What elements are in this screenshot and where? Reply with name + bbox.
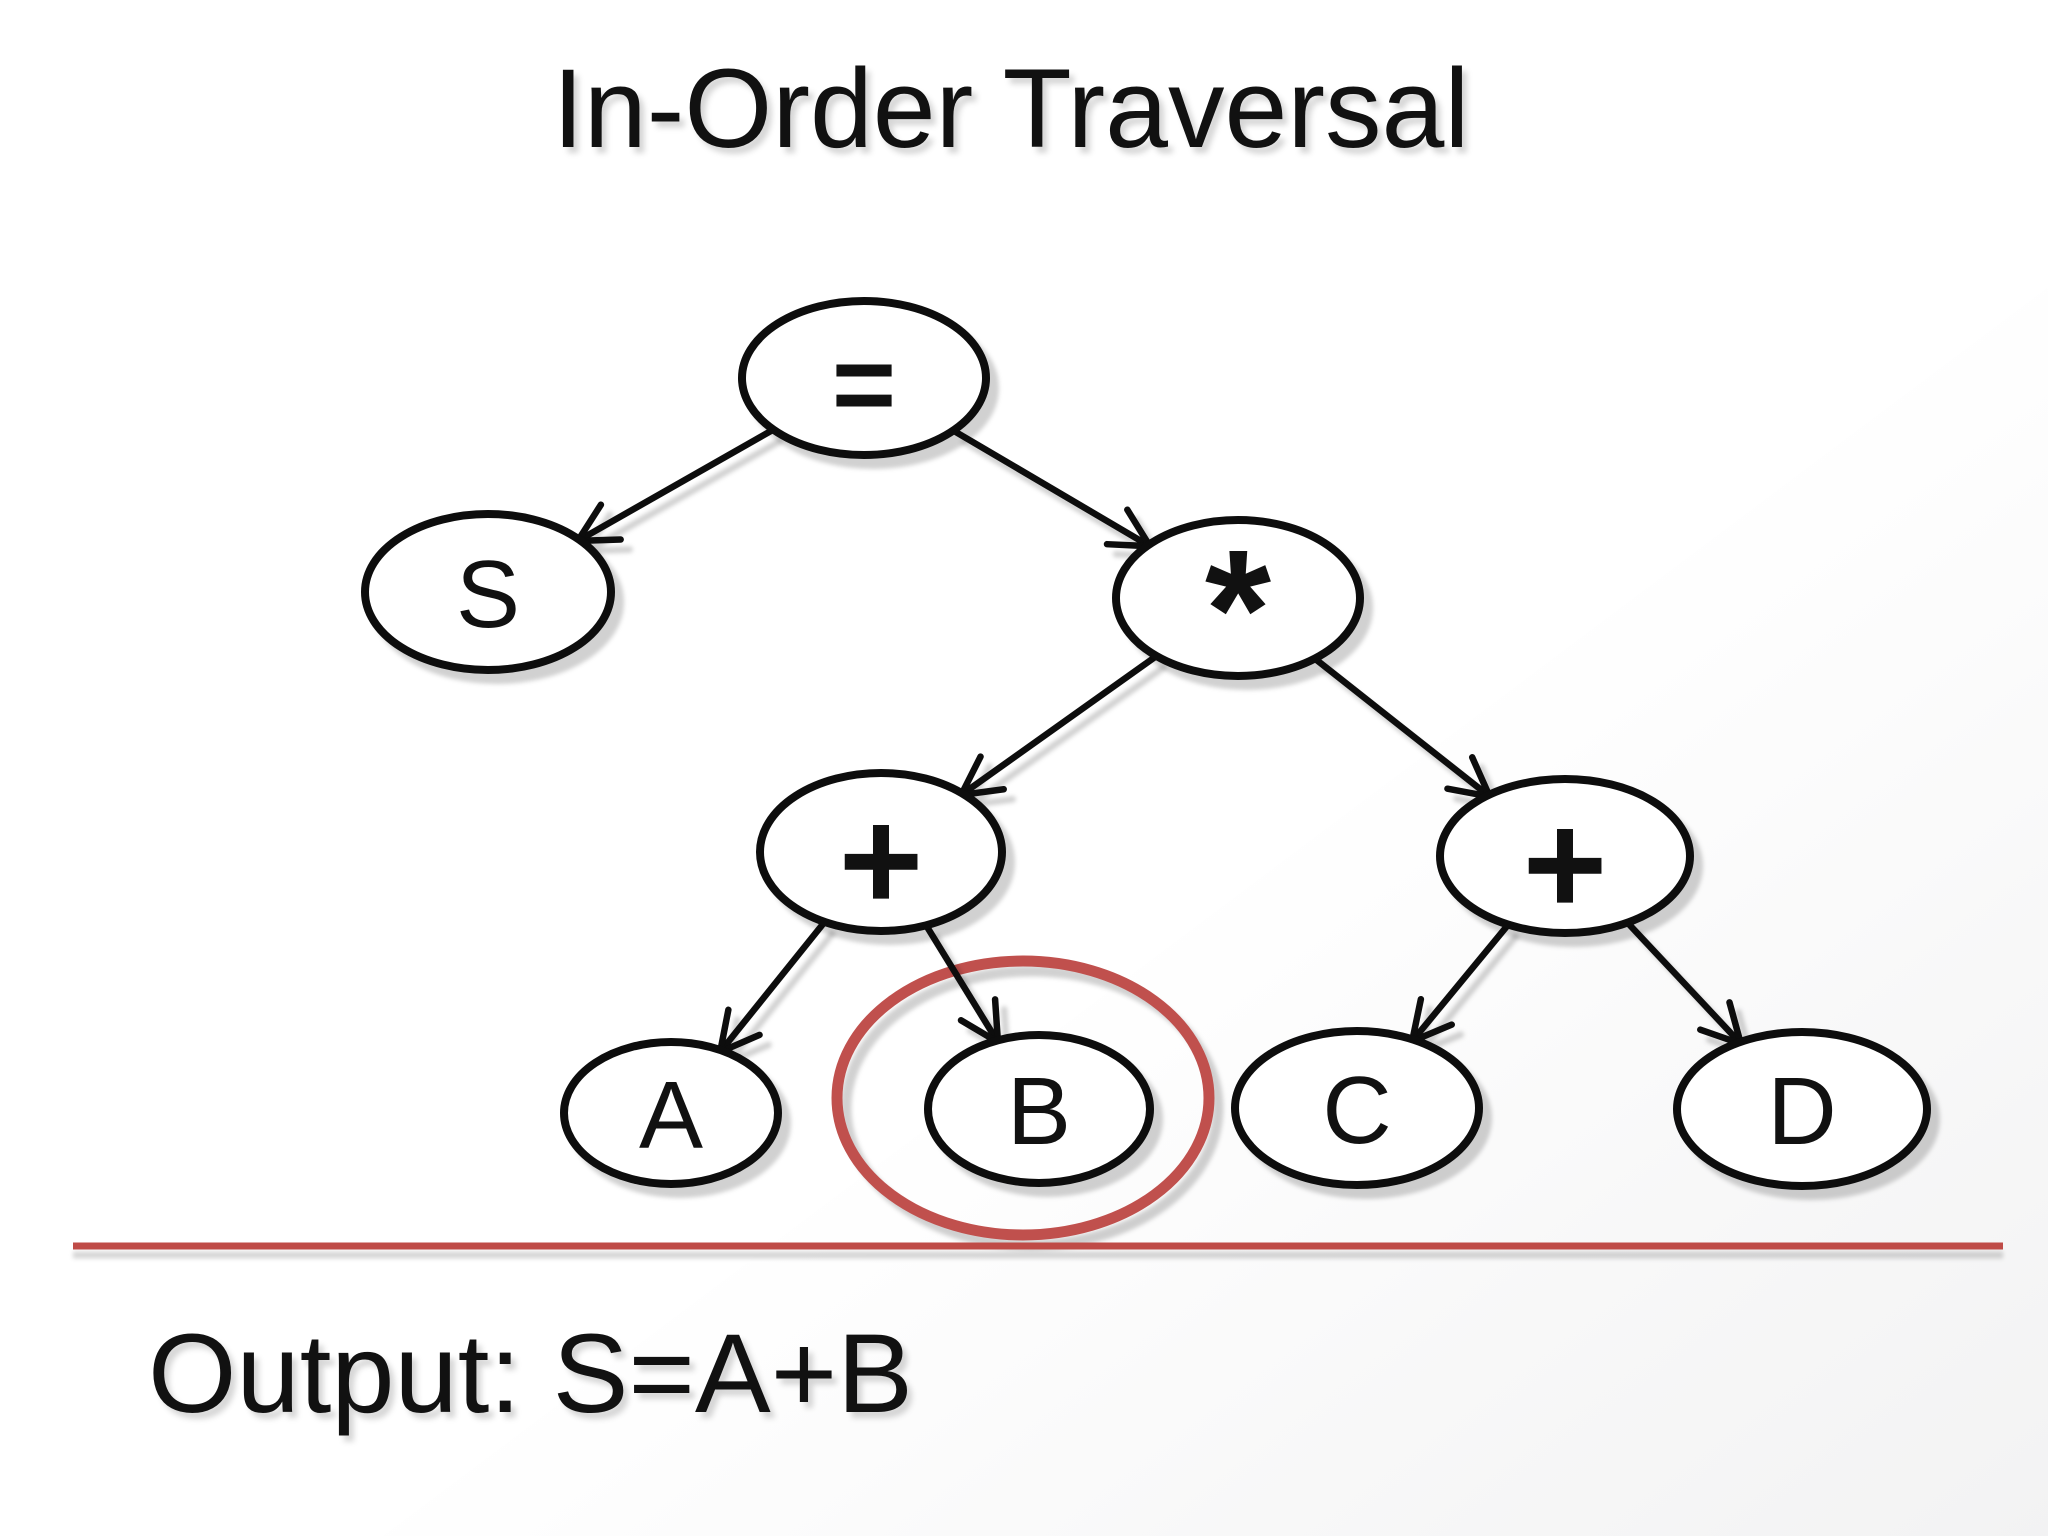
tree-edge-plus2-c [1407,922,1511,1047]
tree-node-plus2 [1436,775,1694,937]
tree-node-times [1112,516,1364,680]
tree-edge-plus1-a [715,919,828,1058]
tree-node-eq [738,297,990,459]
tree-edge-times-plus2 [1312,656,1496,801]
node-label-eq: = [832,323,896,446]
node-label-b: B [1007,1058,1071,1165]
output-text: Output: S=A+B [148,1311,913,1436]
slide-title: In-Order Traversal [553,46,1470,171]
tree-node-a [560,1038,782,1188]
tree-node-s [361,510,615,674]
node-label-s: S [456,541,520,648]
tree-node-plus1 [756,769,1006,935]
tree-edge-plus1-b [923,923,1002,1049]
node-label-d: D [1767,1058,1836,1165]
tree-node-c [1231,1027,1483,1189]
tree-edge-times-plus1 [955,653,1159,800]
tree-nodes: = S * + + A B C D [361,297,1931,1190]
tree-edge-plus2-d [1625,920,1746,1049]
tree-node-b [924,1031,1154,1187]
node-label-plus2: + [1523,783,1608,945]
tree-edge-eq-times [951,427,1156,550]
node-label-plus1: + [839,779,924,941]
tree-edge-eq-s [571,426,776,545]
node-label-c: C [1322,1057,1391,1164]
tree-node-d [1673,1028,1931,1190]
highlight-circle [831,955,1215,1241]
tree-edges [571,426,1746,1058]
node-label-times: * [1205,515,1271,705]
node-label-a: A [639,1062,703,1169]
